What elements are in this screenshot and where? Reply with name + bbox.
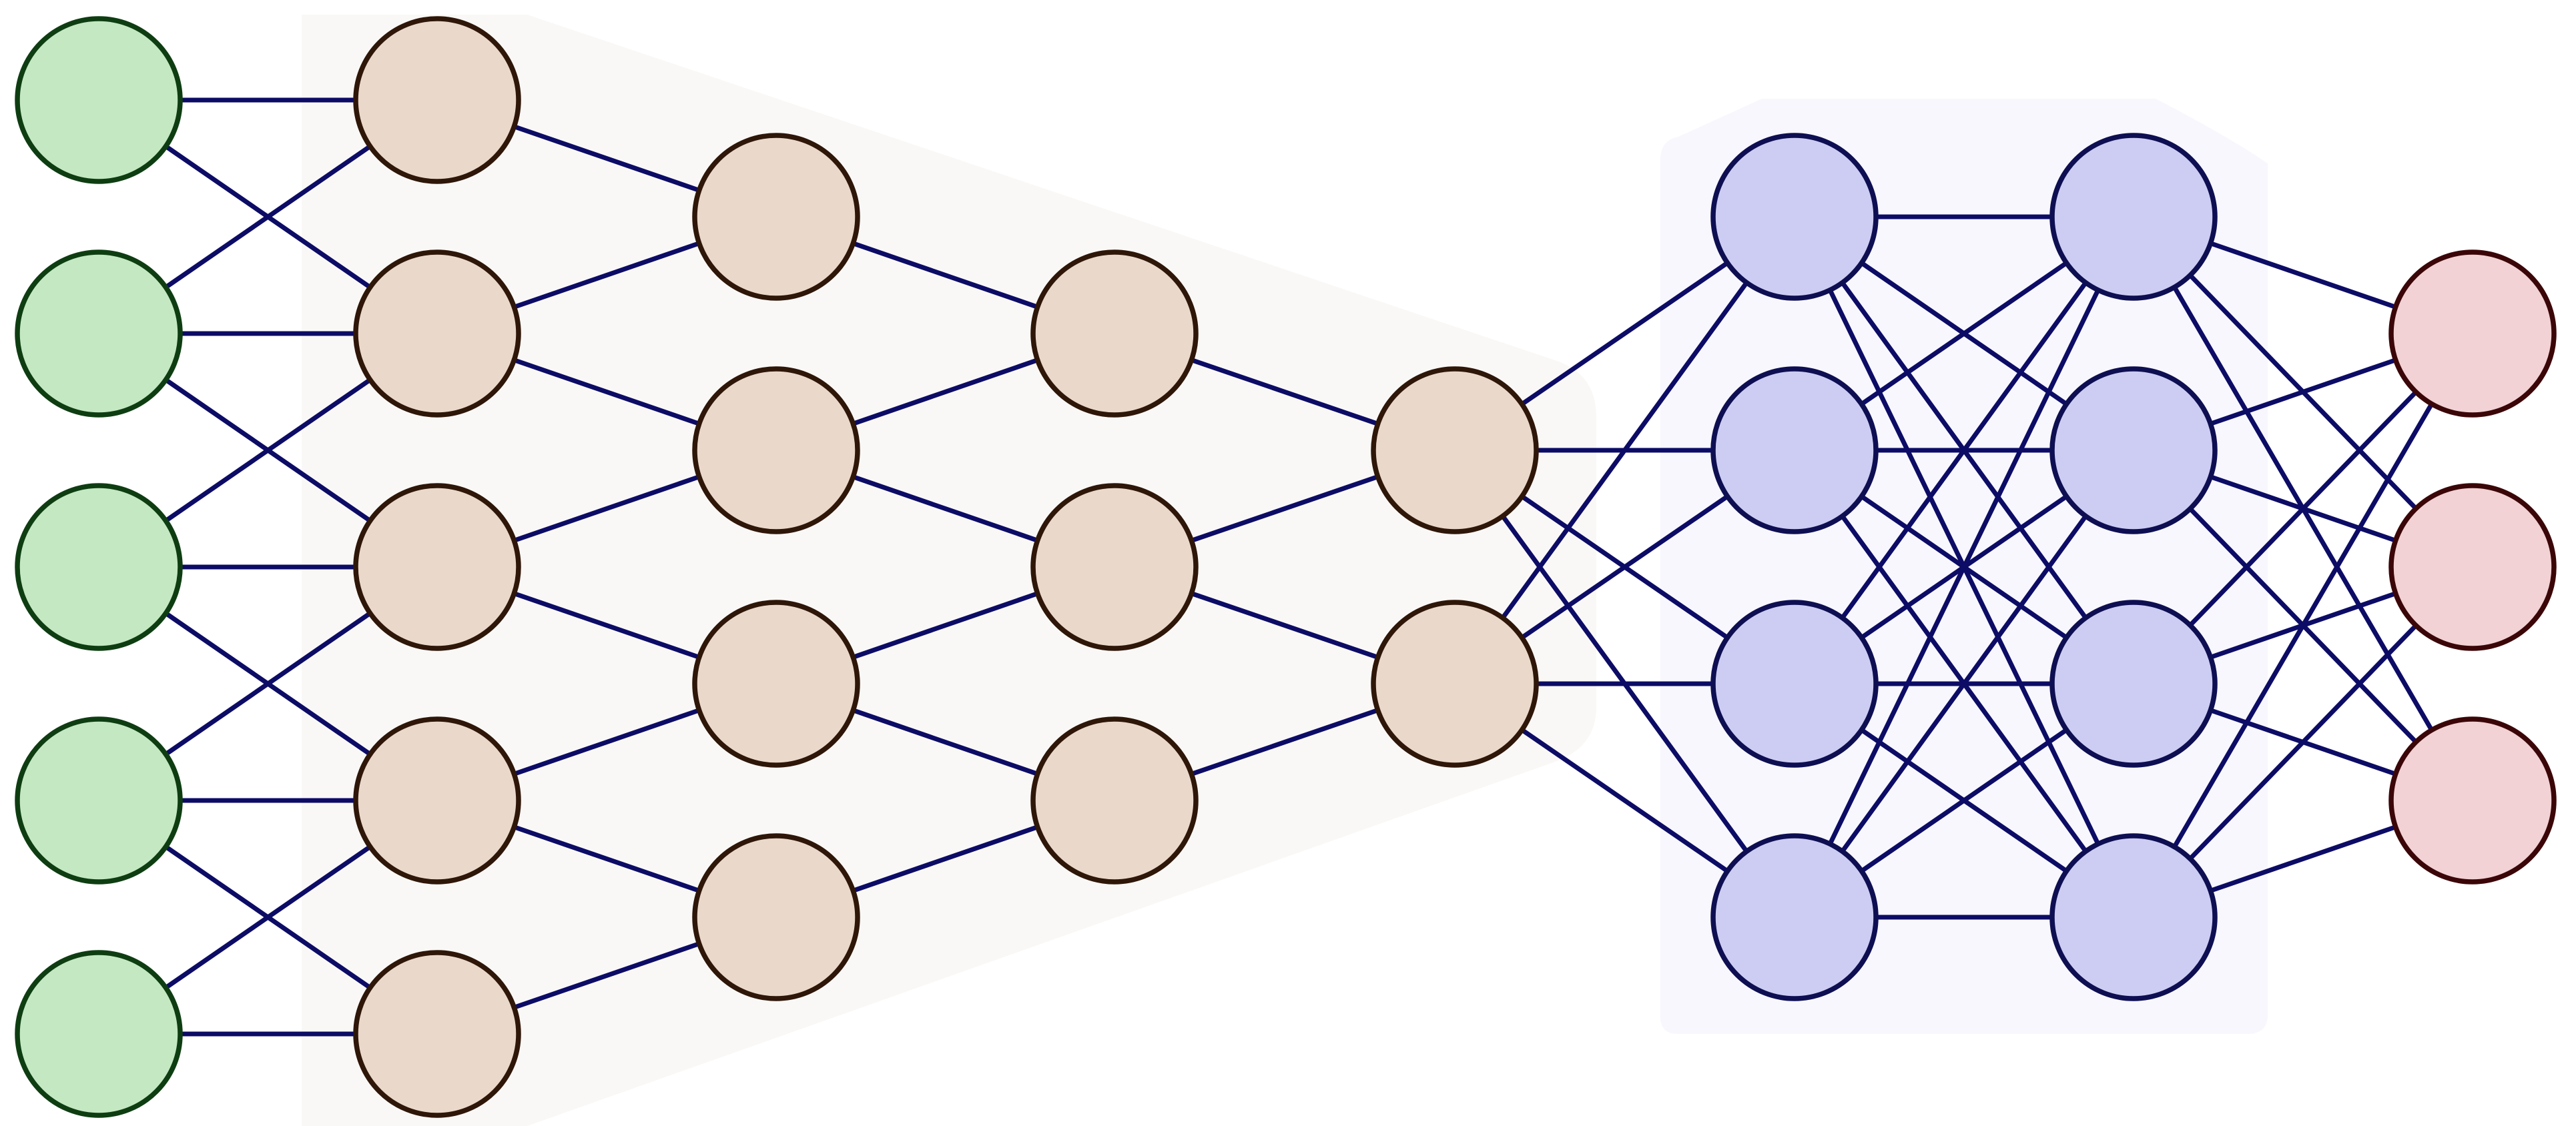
node-enc2-3 [692,833,860,1001]
edge-enc1-2-enc2-2 [514,592,699,659]
edge-enc1-4-enc2-3 [514,942,699,1009]
edge-enc3-2-enc4-1 [1191,708,1378,776]
nodes-group [15,16,2557,1118]
node-dense1-1 [1710,366,1879,534]
edge-enc1-2-enc2-1 [514,475,699,542]
edge-enc4-1-dense1-3 [1522,728,1728,873]
node-enc2-1 [692,366,860,534]
edge-enc4-1-dense1-1 [1522,495,1728,639]
edge-enc3-1-enc4-0 [1191,475,1378,542]
node-dense2-2 [2049,600,2218,768]
node-dense1-2 [1710,600,1879,768]
node-output-1 [2388,483,2557,651]
edge-enc2-1-enc3-0 [853,358,1038,426]
edge-enc1-3-enc2-2 [514,708,699,776]
node-enc3-1 [1030,483,1199,651]
node-enc1-2 [353,483,521,651]
edge-enc4-1-dense1-0 [1502,282,1748,618]
node-enc4-1 [1371,600,1539,768]
node-dense1-0 [1710,133,1879,301]
node-enc3-2 [1030,716,1199,885]
edge-input-2-enc1-1 [166,379,370,522]
node-dense1-3 [1710,833,1879,1001]
edge-enc2-1-enc3-1 [853,475,1038,542]
edge-dense2-3-output-1 [2190,625,2417,859]
node-enc1-3 [353,716,521,885]
node-enc1-0 [353,16,521,184]
edge-input-4-enc1-3 [166,846,370,989]
edge-enc2-0-enc3-0 [853,241,1038,309]
node-input-4 [15,950,183,1118]
edge-dense2-0-output-0 [2210,241,2396,309]
node-enc2-2 [692,600,860,768]
node-enc4-0 [1371,366,1539,534]
edge-enc3-1-enc4-1 [1191,592,1378,659]
node-output-2 [2388,716,2557,885]
edge-dense1-2-dense2-0 [1841,282,2087,618]
node-enc3-0 [1030,249,1199,418]
edge-enc1-3-enc2-3 [514,825,699,893]
edge-enc2-2-enc3-1 [853,592,1038,659]
node-input-3 [15,716,183,885]
node-dense2-0 [2049,133,2218,301]
edge-dense2-2-output-0 [2190,392,2417,626]
edge-enc2-2-enc3-2 [853,708,1038,776]
edge-dense2-3-output-2 [2210,825,2396,893]
node-dense2-3 [2049,833,2218,1001]
edge-enc4-0-dense1-0 [1522,261,1728,406]
node-enc2-0 [692,133,860,301]
node-input-2 [15,483,183,651]
edge-dense1-3-dense2-0 [1829,290,2100,844]
edge-dense2-3-output-0 [2173,404,2433,847]
edge-enc3-0-enc4-0 [1191,358,1378,426]
edge-dense1-3-dense2-1 [1841,516,2087,852]
edge-input-3-enc1-2 [166,612,370,755]
edge-enc1-1-enc2-1 [514,358,699,426]
edge-enc2-3-enc3-2 [853,825,1038,893]
edge-enc1-0-enc2-0 [514,125,699,192]
edge-input-1-enc1-0 [166,145,370,288]
node-input-0 [15,16,183,184]
edge-dense1-1-dense2-0 [1861,262,2067,405]
node-input-1 [15,249,183,418]
edge-enc1-1-enc2-0 [514,241,699,309]
node-output-0 [2388,249,2557,418]
encoder-region [302,15,1596,1126]
node-dense2-1 [2049,366,2218,534]
node-enc1-4 [353,950,521,1118]
edges-group [166,97,2433,1037]
node-enc1-1 [353,249,521,418]
edge-dense2-1-output-0 [2210,358,2396,426]
edge-dense1-3-dense2-2 [1861,729,2067,872]
